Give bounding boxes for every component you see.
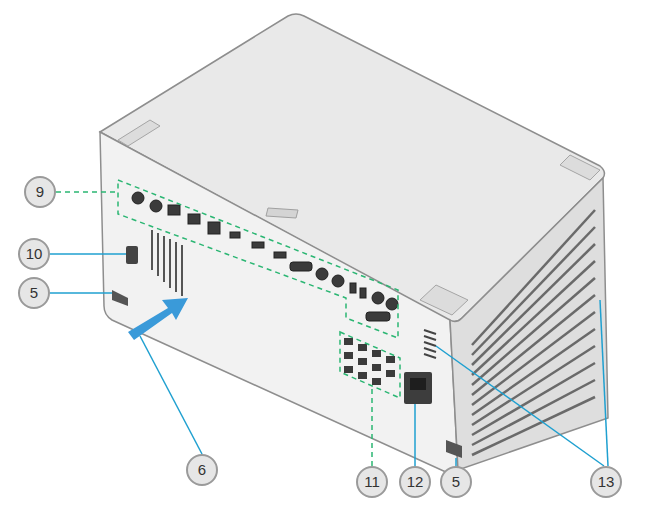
- foot: [112, 290, 128, 306]
- airflow-arrow: [128, 298, 188, 340]
- handle-recess: [266, 208, 298, 218]
- corner-pad: [118, 120, 160, 146]
- rear-face: [100, 132, 458, 474]
- power-socket: [404, 372, 432, 404]
- keypad: [344, 338, 395, 385]
- security-lock: [126, 246, 138, 264]
- callout-number: 5: [440, 466, 472, 498]
- foot: [446, 440, 462, 458]
- callout-number: 10: [18, 238, 50, 270]
- side-grille: [472, 210, 595, 455]
- keypad-outline: [340, 332, 400, 398]
- power-switch: [410, 378, 426, 390]
- vent-grille: [424, 330, 436, 358]
- leader-lines: [56, 192, 372, 466]
- corner-pad: [420, 285, 468, 315]
- leader-lines: [50, 254, 608, 466]
- callout-number: 11: [356, 466, 388, 498]
- corner-pad: [560, 155, 600, 180]
- callout-circles: [19, 177, 621, 497]
- callout-number: 9: [24, 176, 56, 208]
- callout-number: 12: [399, 466, 431, 498]
- vent-grille: [152, 230, 182, 296]
- callout-number: 13: [590, 466, 622, 498]
- callout-number: 5: [18, 277, 50, 309]
- side-face: [450, 178, 608, 470]
- callout-number: 6: [186, 454, 218, 486]
